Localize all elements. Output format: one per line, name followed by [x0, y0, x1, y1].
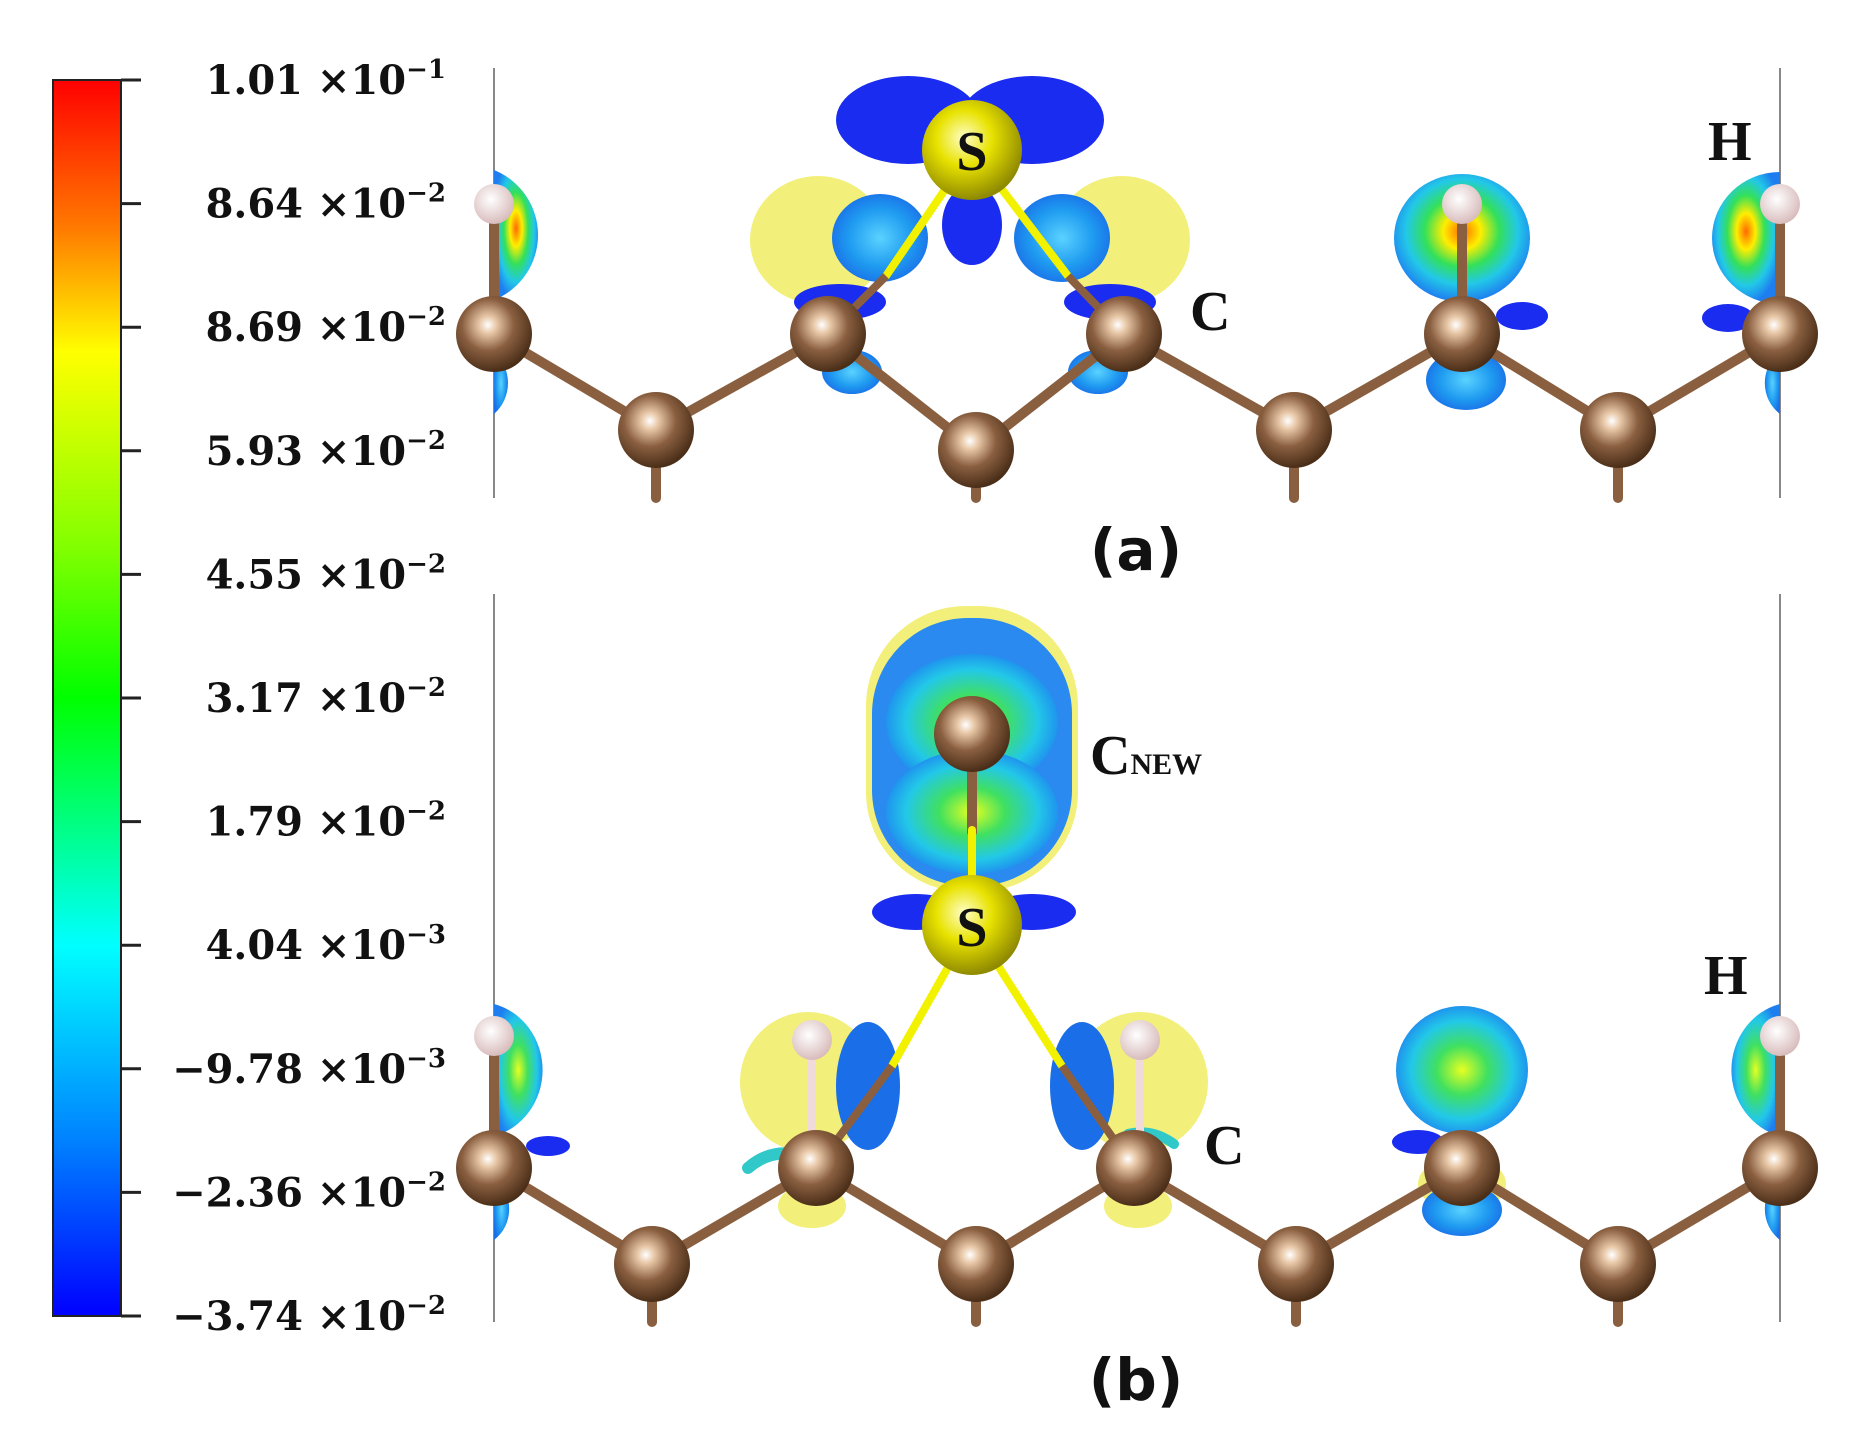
colorbar-tick-label: −9.78 ×10−3	[172, 1044, 446, 1093]
colorbar-tick-label: 5.93 ×10−2	[206, 426, 446, 475]
colorbar-tick-label: 1.79 ×10−2	[206, 797, 446, 846]
carbon-atom	[1256, 392, 1332, 468]
tick-exponent: −2	[406, 1291, 446, 1321]
iso-h-mid-b	[1396, 1006, 1528, 1134]
label-h-a: H	[1708, 111, 1752, 173]
tick-exponent: −3	[406, 1044, 446, 1074]
tick-times: ×10	[303, 428, 406, 475]
colorbar-tick-label: −3.74 ×10−2	[172, 1291, 446, 1340]
panel-label-b: (b)	[1089, 1346, 1184, 1414]
label-c-new: CNEW	[1090, 725, 1202, 787]
carbon-atom	[618, 392, 694, 468]
colorbar-tick-label: 1.01 ×10−1	[206, 55, 446, 104]
tick-exponent: −2	[406, 673, 446, 703]
carbon-atom	[1742, 1130, 1818, 1206]
tick-times: ×10	[303, 1169, 406, 1216]
sulfur-atom	[922, 875, 1022, 975]
carbon-new-atom	[934, 696, 1010, 772]
tick-mantissa: −3.74	[172, 1293, 303, 1340]
hydrogen-atom	[1760, 184, 1800, 224]
colorbar-tick-label: 4.04 ×10−3	[206, 920, 446, 969]
tick-mantissa: 1.01	[206, 57, 303, 104]
carbon-atom	[456, 296, 532, 372]
tick-mantissa: −2.36	[172, 1169, 303, 1216]
tick-exponent: −2	[406, 302, 446, 332]
colorbar-gradient	[52, 79, 122, 1317]
hydrogen-atom	[792, 1020, 832, 1060]
hydrogen-atom	[474, 184, 514, 224]
tick-mantissa: −9.78	[172, 1046, 303, 1093]
hydrogen-atom	[1120, 1020, 1160, 1060]
label-c-new-main: C	[1090, 725, 1130, 787]
label-s-b: S	[956, 897, 987, 959]
tick-exponent: −2	[406, 179, 446, 209]
tick-mantissa: 3.17	[206, 675, 303, 722]
panel-label-a: (a)	[1090, 516, 1182, 584]
carbon-atom	[614, 1226, 690, 1302]
iso-blue-mid-r	[1496, 302, 1548, 330]
tick-mantissa: 4.55	[206, 551, 303, 598]
colorbar-tick-label: 8.64 ×10−2	[206, 179, 446, 228]
tick-exponent: −1	[406, 55, 446, 85]
colorbar-tick-label: 4.55 ×10−2	[206, 549, 446, 598]
carbon-atom	[778, 1130, 854, 1206]
carbon-atom	[1258, 1226, 1334, 1302]
iso-blue-s-bottom	[942, 185, 1002, 265]
carbon-atom	[1580, 1226, 1656, 1302]
panel-a: S C H (a)	[456, 68, 1818, 584]
carbon-atom	[790, 296, 866, 372]
tick-times: ×10	[303, 799, 406, 846]
label-c-b: C	[1204, 1115, 1244, 1177]
tick-times: ×10	[303, 675, 406, 722]
tick-exponent: −2	[406, 1167, 446, 1197]
tick-times: ×10	[303, 181, 406, 228]
colorbar-tick-label: −2.36 ×10−2	[172, 1167, 446, 1216]
colorbar-ticks: 1.01 ×10−18.64 ×10−28.69 ×10−25.93 ×10−2…	[121, 55, 446, 1340]
sulfur-atom	[922, 100, 1022, 200]
colorbar-tick-label: 3.17 ×10−2	[206, 673, 446, 722]
hydrogen-atom	[474, 1016, 514, 1056]
carbon-atom	[1424, 296, 1500, 372]
tick-exponent: −2	[406, 549, 446, 579]
carbon-atom	[456, 1130, 532, 1206]
tick-times: ×10	[303, 304, 406, 351]
carbon-atom	[1424, 1130, 1500, 1206]
carbon-atom	[1096, 1130, 1172, 1206]
label-s-a: S	[956, 121, 987, 183]
tick-exponent: −2	[406, 426, 446, 456]
tick-mantissa: 8.64	[206, 181, 303, 228]
carbon-atom	[1580, 392, 1656, 468]
tick-mantissa: 8.69	[206, 304, 303, 351]
carbon-atom	[1742, 296, 1818, 372]
panel-b: S CNEW C H (b)	[456, 594, 1818, 1414]
carbon-atom	[1086, 296, 1162, 372]
iso-light-right	[1014, 194, 1110, 282]
tick-times: ×10	[303, 551, 406, 598]
colorbar-tick-label: 8.69 ×10−2	[206, 302, 446, 351]
carbon-atom	[938, 1226, 1014, 1302]
tick-mantissa: 1.79	[206, 799, 303, 846]
tick-times: ×10	[303, 1293, 406, 1340]
label-h-b: H	[1704, 945, 1748, 1007]
iso-blue-left-b	[526, 1136, 570, 1156]
iso-blue-right-l	[1702, 304, 1754, 332]
tick-times: ×10	[303, 57, 406, 104]
label-c-a: C	[1190, 281, 1230, 343]
hydrogen-atom	[1760, 1016, 1800, 1056]
tick-mantissa: 4.04	[206, 922, 303, 969]
label-c-new-sub: NEW	[1130, 748, 1202, 781]
colorbar: 1.01 ×10−18.64 ×10−28.69 ×10−25.93 ×10−2…	[52, 55, 446, 1340]
carbon-atom	[938, 412, 1014, 488]
iso-light-left	[832, 194, 928, 282]
tick-exponent: −2	[406, 797, 446, 827]
tick-times: ×10	[303, 1046, 406, 1093]
tick-mantissa: 5.93	[206, 428, 303, 475]
hydrogen-atom	[1442, 184, 1482, 224]
tick-exponent: −3	[406, 920, 446, 950]
tick-times: ×10	[303, 922, 406, 969]
